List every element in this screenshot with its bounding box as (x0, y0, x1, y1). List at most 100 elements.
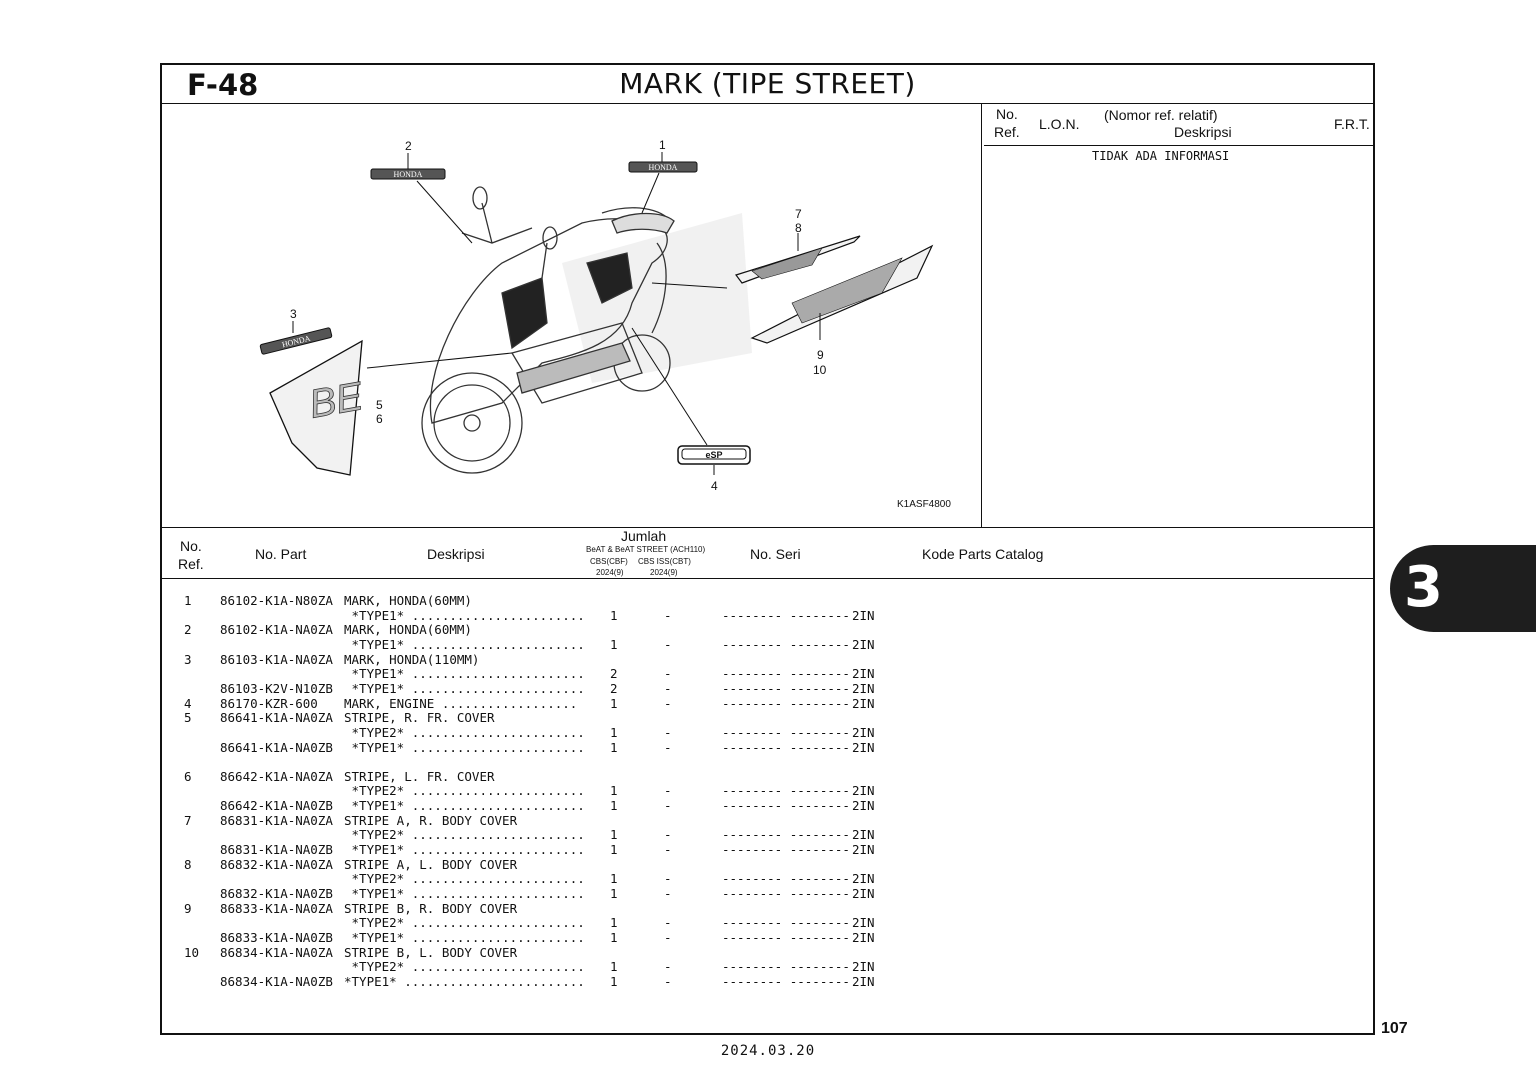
cell-seri: -------- -------- (722, 886, 850, 901)
cell-desc: STRIPE B, R. BODY COVER (344, 900, 518, 916)
cell-part: 86642-K1A-NA0ZB (220, 798, 333, 814)
cell-desc: *TYPE1* ....................... (344, 739, 585, 755)
table-row: *TYPE2* .......................1--------… (162, 959, 882, 974)
cell-desc: *TYPE1* ....................... (344, 798, 585, 814)
cell-q2: - (664, 666, 672, 682)
rel-lon-label: L.O.N. (1039, 116, 1080, 132)
cell-q2: - (664, 680, 672, 696)
callout-6: 6 (376, 412, 383, 426)
cell-q1: 1 (610, 724, 618, 740)
cell-q1: 1 (610, 695, 618, 711)
cell-ref: 6 (184, 768, 192, 784)
scooter-illustration-icon: HONDA HONDA HONDA eSP BE (259, 138, 934, 493)
cell-kode: 2IN (852, 739, 875, 755)
cell-seri: -------- -------- (722, 666, 850, 682)
cell-part: 86641-K1A-NA0ZB (220, 739, 333, 755)
table-row: 86834-K1A-NA0ZB*TYPE1* .................… (162, 974, 882, 989)
cell-q2: - (664, 842, 672, 858)
cell-kode: 2IN (852, 666, 875, 682)
table-row: 6 86642-K1A-NA0ZA STRIPE, L. FR. COVER (162, 769, 882, 784)
cell-seri: -------- -------- (722, 959, 850, 975)
cell-kode: 2IN (852, 915, 875, 931)
table-row: *TYPE1* .......................2--------… (162, 666, 882, 681)
cell-q2: - (664, 886, 672, 901)
cell-ref: 4 (184, 695, 192, 711)
cell-seri: -------- -------- (722, 607, 850, 623)
cell-q1: 1 (610, 636, 618, 652)
table-row: *TYPE2* .......................1--------… (162, 915, 882, 930)
cell-kode: 2IN (852, 636, 875, 652)
callout-5: 5 (376, 398, 383, 412)
cell-desc: *TYPE2* ....................... (344, 871, 585, 887)
cell-part: 86642-K1A-NA0ZA (220, 768, 333, 784)
esp-emblem-icon: eSP (677, 445, 751, 465)
cell-kode: 2IN (852, 607, 875, 623)
cell-seri: -------- -------- (722, 827, 850, 843)
callout-1: 1 (659, 138, 666, 152)
stripe-decal-icon: BE (269, 339, 368, 476)
rel-nomor-label: (Nomor ref. relatif) (1104, 107, 1218, 123)
cell-ref: 1 (184, 593, 192, 608)
col-desc-label: Deskripsi (427, 546, 485, 562)
cell-seri: -------- -------- (722, 798, 850, 814)
col-q1-year: 2024(9) (596, 568, 624, 577)
cell-part: 86832-K1A-NA0ZA (220, 856, 333, 872)
callout-8: 8 (795, 221, 802, 235)
honda-emblem-icon: HONDA (628, 161, 698, 173)
page-title: MARK (TIPE STREET) (619, 67, 916, 100)
cell-desc: *TYPE1* ....................... (344, 680, 585, 696)
cell-part: 86831-K1A-NA0ZB (220, 842, 333, 858)
related-info-header: No. Ref. L.O.N. (Nomor ref. relatif) Des… (984, 103, 1375, 146)
svg-text:HONDA: HONDA (281, 334, 311, 350)
cell-part: 86170-KZR-600 (220, 695, 318, 711)
cell-kode: 2IN (852, 680, 875, 696)
cell-ref: 10 (184, 944, 200, 960)
cell-desc: STRIPE, R. FR. COVER (344, 710, 495, 726)
cell-desc: MARK, HONDA(60MM) (344, 622, 472, 638)
cell-q2: - (664, 959, 672, 975)
cell-q2: - (664, 783, 672, 799)
cell-desc: STRIPE, L. FR. COVER (344, 768, 495, 784)
table-row: 86641-K1A-NA0ZB *TYPE1* ................… (162, 740, 882, 755)
cell-desc: *TYPE1* ....................... (344, 636, 585, 652)
rel-no-label: No. (996, 106, 1018, 122)
cell-q1: 1 (610, 973, 618, 989)
cell-seri: -------- -------- (722, 724, 850, 740)
cell-kode: 2IN (852, 798, 875, 814)
section-tab[interactable]: 3 (1390, 545, 1536, 632)
table-row: *TYPE1* .......................1--------… (162, 608, 882, 623)
cell-desc: STRIPE A, R. BODY COVER (344, 812, 518, 828)
table-row (162, 754, 882, 769)
cell-q1: 1 (610, 798, 618, 814)
page-number: 107 (1381, 1020, 1408, 1037)
cell-seri: -------- -------- (722, 915, 850, 931)
cell-q1: 1 (610, 959, 618, 975)
cell-desc: STRIPE B, L. BODY COVER (344, 944, 518, 960)
callout-10: 10 (813, 363, 827, 377)
callout-9: 9 (817, 348, 824, 362)
cell-ref: 2 (184, 622, 192, 638)
cell-q1: 2 (610, 666, 618, 682)
cell-desc: MARK, HONDA(110MM) (344, 651, 480, 667)
svg-text:BE: BE (306, 374, 367, 427)
cell-ref: 8 (184, 856, 192, 872)
cell-part: 86833-K1A-NA0ZB (220, 929, 333, 945)
svg-text:HONDA: HONDA (649, 163, 678, 172)
cell-q2: - (664, 607, 672, 623)
table-row: 86832-K1A-NA0ZB *TYPE1* ................… (162, 886, 882, 901)
table-row: *TYPE2* .......................1--------… (162, 827, 882, 842)
col-q1-label: CBS(CBF) (590, 557, 628, 566)
col-kode-label: Kode Parts Catalog (922, 546, 1044, 562)
cell-seri: -------- -------- (722, 739, 850, 755)
cell-desc: *TYPE1* ....................... (344, 666, 585, 682)
col-model-label: BeAT & BeAT STREET (ACH110) (586, 545, 706, 554)
cell-kode: 2IN (852, 724, 875, 740)
col-jumlah-label: Jumlah (621, 528, 667, 544)
parts-illustration: HONDA HONDA HONDA eSP BE (162, 103, 982, 527)
catalog-page-frame: F-48 MARK (TIPE STREET) (160, 63, 1375, 1035)
